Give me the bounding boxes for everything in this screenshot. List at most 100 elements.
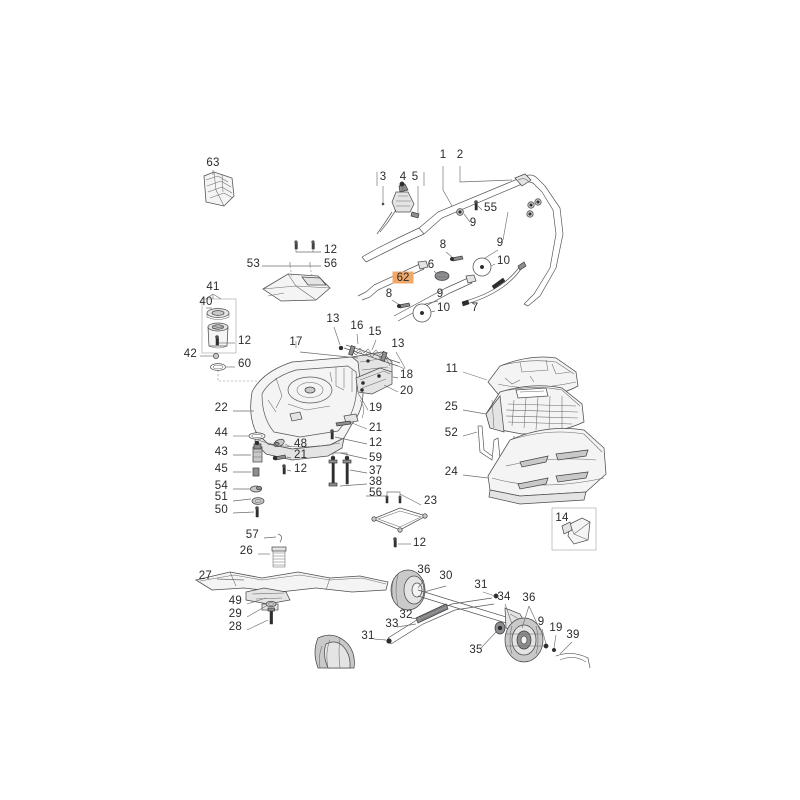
callout-number-text: 3 — [380, 171, 387, 183]
part-36-wheel-right — [504, 605, 544, 663]
callout-number-text: 21 — [294, 449, 307, 461]
callout-number-text: 31 — [361, 630, 374, 642]
callout-number-text: 25 — [445, 401, 458, 413]
callout-26: 26 — [240, 545, 253, 557]
part-25-bag-top — [462, 385, 585, 435]
part-4-lever — [376, 172, 425, 235]
callout-number-text: 5 — [412, 171, 419, 183]
part-15-16-rod — [333, 326, 406, 370]
callout-number-text: 52 — [445, 427, 458, 439]
callout-number-text: 20 — [400, 385, 413, 397]
callout-35: 35 — [469, 644, 482, 656]
callout-9: 9 — [470, 217, 477, 229]
callout-number-text: 14 — [555, 512, 569, 524]
callout-number-text: 42 — [184, 348, 197, 360]
callout-number-text: 48 — [294, 438, 307, 450]
callout-number-text: 36 — [522, 592, 535, 604]
callout-number-text: 28 — [229, 621, 242, 633]
callout-10: 10 — [497, 255, 510, 267]
callout-25: 25 — [445, 401, 458, 413]
callout-number-text: 23 — [424, 495, 437, 507]
callout-number-text: 8 — [440, 239, 447, 251]
callout-1: 1 — [440, 149, 447, 161]
part-43-group — [233, 440, 263, 463]
callout-4: 4 — [400, 171, 407, 183]
callout-number-text: 13 — [326, 313, 339, 325]
callout-labels-layer: 6312565341401242602244434554515048211257… — [184, 149, 580, 656]
callout-21: 21 — [369, 422, 382, 434]
callout-number-text: 22 — [215, 402, 228, 414]
callout-43: 43 — [215, 446, 228, 458]
callout-12: 12 — [294, 463, 307, 475]
callout-63: 63 — [206, 157, 219, 169]
part-53-group — [262, 240, 331, 302]
callout-12: 12 — [238, 335, 251, 347]
callout-number-text: 9 — [538, 616, 545, 628]
callout-9: 9 — [538, 616, 545, 628]
callout-number-text: 34 — [497, 591, 511, 603]
callout-number-text: 7 — [472, 302, 479, 314]
part-63-group — [203, 170, 235, 207]
callout-56: 56 — [369, 487, 382, 499]
fastener-8-b — [391, 299, 411, 309]
callout-20: 20 — [400, 385, 413, 397]
callout-54: 54 — [215, 480, 229, 492]
callout-36: 36 — [522, 592, 535, 604]
callout-number-text: 55 — [484, 202, 497, 214]
callout-number-text: 54 — [215, 480, 229, 492]
callout-16: 16 — [350, 320, 363, 332]
callout-number-text: 32 — [399, 609, 412, 621]
callout-12: 12 — [369, 437, 382, 449]
callout-38: 38 — [369, 476, 382, 488]
callout-3: 3 — [380, 171, 387, 183]
callout-32: 32 — [399, 609, 412, 621]
part-32-sleeve — [410, 603, 449, 624]
callout-number-text: 8 — [386, 288, 393, 300]
callout-7: 7 — [472, 302, 479, 314]
callout-number-text: 49 — [229, 595, 242, 607]
callout-number-text: 4 — [400, 171, 407, 183]
part-60-group — [210, 363, 303, 382]
callout-37: 37 — [369, 465, 382, 477]
callout-56: 56 — [324, 258, 337, 270]
callout-24: 24 — [445, 466, 459, 478]
callout-50: 50 — [215, 504, 228, 516]
part-21-group-b — [335, 420, 368, 430]
callout-62: 62 — [392, 271, 414, 284]
callout-29: 29 — [229, 608, 242, 620]
callout-number-text: 35 — [469, 644, 482, 656]
callout-number-text: 21 — [369, 422, 382, 434]
callout-number-text: 36 — [417, 564, 430, 576]
callout-number-text: 43 — [215, 446, 228, 458]
part-10-wheel-b — [412, 300, 439, 323]
callout-number-text: 51 — [215, 491, 228, 503]
callout-55: 55 — [484, 202, 497, 214]
callout-number-text: 19 — [549, 622, 562, 634]
callout-number-text: 39 — [566, 629, 579, 641]
callout-number-text: 19 — [369, 402, 382, 414]
callout-42: 42 — [184, 348, 197, 360]
callout-13: 13 — [326, 313, 339, 325]
callout-9: 9 — [497, 237, 503, 249]
callout-number-text: 12 — [369, 437, 382, 449]
callout-number-text: 26 — [240, 545, 253, 557]
part-48-group — [273, 438, 292, 448]
callout-number-text: 9 — [437, 288, 444, 300]
callout-17: 17 — [289, 336, 302, 348]
callout-15: 15 — [368, 326, 381, 338]
callout-number-text: 2 — [457, 149, 464, 161]
callout-number-text: 45 — [215, 463, 228, 475]
callout-number-text: 9 — [470, 217, 477, 229]
callout-number-text: 24 — [445, 466, 459, 478]
part-44-group — [233, 432, 266, 440]
callout-number-text: 1 — [440, 149, 447, 161]
callout-number-text: 41 — [206, 281, 219, 293]
callout-45: 45 — [215, 463, 228, 475]
part-62-lower-rod-right — [393, 274, 477, 322]
spring-16 — [348, 345, 388, 362]
callout-57: 57 — [246, 529, 259, 541]
callout-13: 13 — [391, 338, 404, 350]
callout-60: 60 — [238, 358, 251, 370]
callout-5: 5 — [412, 171, 419, 183]
callout-number-text: 12 — [413, 537, 426, 549]
